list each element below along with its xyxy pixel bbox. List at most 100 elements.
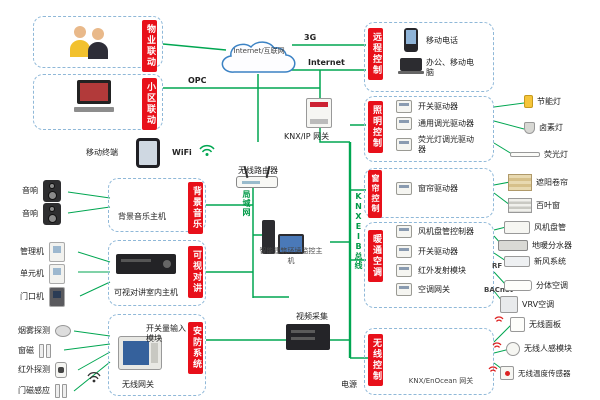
mobile-phone-label: 移动电话 [426,36,458,45]
device-label: 荧光灯 [544,150,568,159]
rf-signal-icon [488,366,498,372]
wireless-label: 无线控制 [368,334,383,386]
property-label: 物业联动 [142,20,157,72]
device-label: 烟雾探测 [18,326,50,336]
people-icon [70,26,108,59]
window-magnet-icon [39,344,51,358]
curtain-group-box [364,168,494,218]
music-host-icon [116,254,176,274]
device-label: 单元机 [20,269,44,279]
roller-shade-icon [508,174,532,191]
rf-signal-icon [494,316,504,322]
community-label: 小区联动 [142,78,157,130]
item-label: 窗帘驱动器 [418,183,458,193]
door-station-icon [49,287,65,307]
list-item: VRV空调 [500,296,554,313]
hvac-label: 暖通空调 [368,230,383,282]
building-host-icon [262,220,304,254]
device-label: 门磁感应 [18,386,50,396]
list-item: 无线人感模块 [506,342,572,356]
fan-coil-controller-icon [396,225,412,238]
device-label: 音响 [22,186,38,196]
fan-coil-icon [504,221,530,234]
list-item: 风机盘管 [504,221,566,234]
internet-label: Internet [308,58,345,67]
security-wireless-gateway-label: 无线网关 [122,380,154,389]
hvac-group-box [364,222,494,308]
fresh-air-unit-icon [504,256,530,267]
remote-pc-label: 办公、移动电脑 [426,58,474,77]
speaker-icon [43,180,61,202]
list-item: 门磁感应 [18,384,67,398]
list-item: 新风系统 [504,256,566,267]
device-label: 管理机 [20,247,44,257]
device-label: 无线温度传感器 [518,368,571,378]
music-label: 背景音乐 [188,182,203,234]
list-item: 遮阳卷帘 [508,174,570,191]
list-item: 红外发射模块 [396,264,490,277]
lan-label: 局域网 [242,190,251,217]
device-label: 百叶窗 [536,200,560,210]
building-host-label: 智能建筑环境监控主机 [259,247,323,265]
list-item: 开关驱动器 [396,100,490,113]
security-label: 安防系统 [188,322,203,374]
device-label: 无线面板 [529,319,561,329]
halogen-lamp-icon [524,122,535,134]
list-item: 地暖分水器 [498,240,572,251]
rf-label: RF [492,262,503,270]
remote-label: 远程控制 [368,28,383,80]
device-label: VRV空调 [522,299,555,309]
list-item: 窗帘驱动器 [396,182,490,195]
list-item: 百叶窗 [508,198,560,213]
music-group-box [108,178,206,232]
knx-ip-gateway-icon [306,98,332,128]
power-label: 电源 [341,380,357,389]
item-label: 开关驱动器 [418,101,458,111]
security-group-box [108,314,206,396]
blinds-icon [508,198,532,213]
list-item: 烟雾探测 [18,325,71,337]
device-label: 窗磁 [18,346,34,356]
list-item: 单元机 [20,264,65,284]
curtain-driver-icon [396,182,412,195]
device-label: 风机盘管 [534,222,566,232]
list-item: 音响 [22,203,61,225]
music-host-label: 背景音乐主机 [118,212,166,221]
list-item: 卤素灯 [524,122,563,134]
speaker-icon [43,203,61,225]
device-label: 红外探测 [18,365,50,375]
list-item: 节能灯 [524,95,561,108]
desktop-computer-icon [74,80,114,112]
item-label: 红外发射模块 [418,265,466,275]
temperature-sensor-icon [500,366,514,380]
list-item: 荧光灯 [510,150,568,160]
wifi-icon [199,144,215,156]
rf-signal-icon [492,342,502,348]
list-item: 窗磁 [18,344,51,358]
wireless-router-label: 无线路由器 [238,166,278,175]
switch-driver-icon [396,245,412,258]
split-ac-icon [504,280,532,291]
unit-station-icon [49,264,65,284]
bacnet-label: BACnet [484,286,513,294]
input-module-label: 开关量输入模块 [146,324,186,343]
wifi-label: WiFi [172,148,192,157]
ac-gateway-icon [396,283,412,296]
mobile-phone-icon [404,28,418,52]
mobile-terminal-label: 移动终端 [86,148,118,157]
curtain-label: 窗帘控制 [368,170,382,218]
g3-label: 3G [304,33,317,42]
smoke-detector-icon [55,325,71,337]
device-label: 音响 [22,209,38,219]
driver-module-icon [396,117,412,130]
item-label: 通用调光驱动器 [418,118,474,128]
pir-sensor-icon [55,362,67,378]
device-label: 节能灯 [537,96,561,106]
device-label: 地暖分水器 [532,240,572,250]
list-item: 风机盘管控制器 [396,225,490,238]
intercom-group-box [108,240,206,306]
device-label: 门口机 [20,292,44,302]
management-station-icon [49,242,65,262]
fluorescent-tube-icon [510,152,540,158]
list-item: 无线温度传感器 [500,366,571,380]
